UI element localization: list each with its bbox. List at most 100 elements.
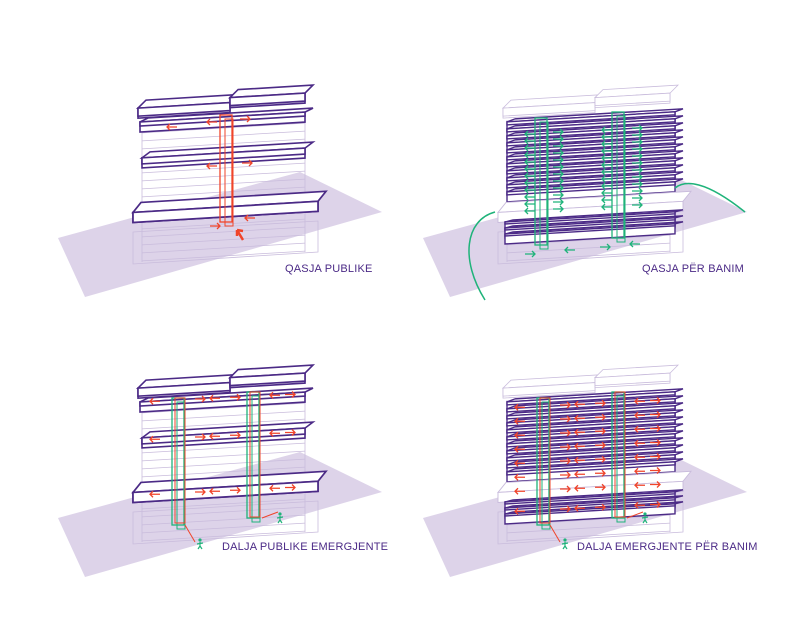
flow-arrow [632, 152, 643, 160]
flow-arrow [514, 473, 525, 481]
floor-slab-front [139, 111, 306, 127]
flow-arrow [601, 189, 612, 197]
flow-arrow [574, 414, 585, 422]
stair-core [611, 111, 625, 239]
floor-line [506, 530, 671, 542]
residential-podium-slab-front [504, 497, 676, 511]
top-volume-left-front [502, 382, 596, 397]
stair-core-inner [539, 121, 549, 250]
panel-label-public-emergency-exit: DALJA PUBLIKE EMERGJENTE [222, 541, 389, 553]
floor-line [141, 450, 306, 462]
flow-arrow [632, 124, 643, 132]
floor-line [141, 402, 306, 414]
flow-arrow [634, 467, 645, 475]
exit-path [261, 511, 279, 519]
flow-arrow [285, 391, 296, 398]
flow-arrow [601, 175, 612, 183]
floor-line [506, 242, 671, 254]
floor-line [141, 530, 306, 542]
exit-path [184, 524, 196, 543]
floor-line [141, 138, 306, 150]
flow-arrow [524, 151, 535, 159]
top-volume-left-front [137, 381, 231, 397]
flow-arrow [560, 505, 571, 513]
residential-podium-slab-front [504, 491, 676, 505]
stair-core-inner [224, 118, 234, 227]
floor-line [506, 250, 671, 262]
flow-arrow [560, 429, 571, 437]
flow-arrow [574, 456, 585, 464]
flow-arrow [634, 439, 645, 447]
flow-arrow [564, 246, 575, 254]
residential-floor-slab-front [506, 132, 676, 147]
flow-arrow [650, 481, 661, 488]
flow-arrow [524, 130, 535, 138]
exit-person-icon [561, 542, 569, 550]
floor-line [141, 170, 306, 182]
top-volume-left-front [137, 101, 231, 117]
floor-line [141, 522, 306, 534]
flow-arrow [269, 391, 280, 399]
flow-arrow [206, 162, 217, 170]
floor-line [141, 250, 306, 262]
flow-arrow [601, 147, 612, 155]
top-volume-right-front [229, 92, 306, 107]
flow-arrow [514, 403, 525, 411]
flow-arrow [524, 186, 535, 194]
flow-arrow [574, 470, 585, 478]
stair-core [534, 117, 548, 246]
exit-person-icon [563, 538, 567, 542]
flow-arrow [560, 415, 571, 423]
exit-path [626, 511, 644, 519]
flow-arrow [524, 179, 535, 187]
flow-arrow [525, 250, 536, 258]
flow-arrow [206, 118, 217, 126]
flow-arrow [524, 172, 535, 180]
floor-line [141, 130, 306, 142]
floor-line [141, 218, 306, 230]
flow-arrow [514, 431, 525, 439]
exit-person-icon [278, 512, 282, 516]
flow-arrow [634, 453, 645, 461]
flow-arrow [553, 191, 564, 199]
residential-floor-slab-front [506, 125, 676, 140]
flow-arrow [601, 161, 612, 169]
flow-arrow [553, 170, 564, 178]
flow-arrow [600, 243, 611, 251]
stair-core-inner [616, 115, 626, 243]
flow-arrow [601, 154, 612, 162]
flow-arrow [209, 487, 220, 495]
floor-line [141, 410, 306, 422]
flow-arrow [209, 432, 220, 440]
flow-arrow [524, 144, 535, 152]
floor-line [141, 514, 306, 526]
flow-arrow [524, 193, 535, 201]
diagram-panel-1 [58, 84, 382, 297]
stair-core [219, 114, 233, 223]
flow-arrow [634, 397, 645, 405]
flow-arrow [650, 467, 661, 474]
residential-floor-slab-front [506, 146, 676, 161]
floor-line [141, 506, 306, 518]
flow-arrow [553, 128, 564, 136]
flow-arrow [560, 471, 571, 479]
panel-label-public-access: QASJA PUBLIKE [285, 263, 373, 275]
flow-arrow [195, 395, 206, 403]
flow-arrow [553, 198, 564, 206]
flow-arrow [650, 425, 661, 432]
flow-arrow [650, 501, 661, 508]
exit-person-icon [643, 512, 647, 516]
flow-arrow [514, 417, 525, 425]
flow-arrow [285, 429, 296, 436]
flow-arrow [650, 453, 661, 460]
flow-arrow [514, 487, 525, 495]
floor-line [141, 442, 306, 454]
floor-line [506, 514, 671, 526]
floor-line [141, 498, 306, 510]
flow-arrow [553, 184, 564, 192]
floor-line [506, 522, 671, 534]
flow-arrow [149, 490, 160, 498]
podium-slab-front [497, 200, 684, 223]
flow-arrow [632, 194, 643, 202]
